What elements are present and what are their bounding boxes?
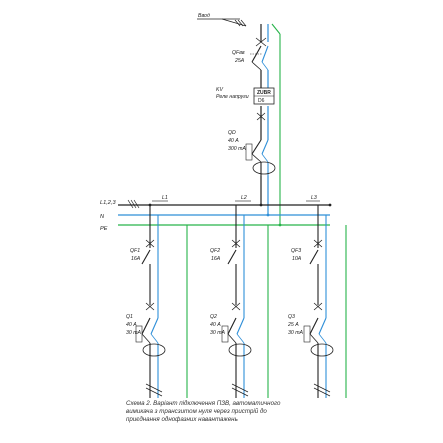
q1-leakage: 30 mA [126, 330, 142, 336]
q3-leakage: 30 mA [288, 330, 304, 336]
qd-leakage: 300 mA [228, 146, 246, 152]
cable-mark [231, 383, 249, 393]
bus-neutral-label: N [100, 214, 105, 220]
current-transformer [142, 343, 166, 357]
q2-phase-contact [227, 317, 237, 335]
bus-node [266, 213, 270, 217]
relay-brand: ZUBR [257, 90, 271, 96]
kv-description: Реле напруги [216, 94, 249, 100]
caption-line-3: приєднання однофазних навантажень [126, 416, 238, 423]
x-mark [231, 302, 241, 311]
phase-l3-label: L3 [311, 195, 317, 201]
current-transformer [310, 343, 334, 357]
branch-1: QF1 16А Q1 40 А 30 mA [126, 205, 188, 398]
x-mark [145, 239, 155, 248]
branch-2: QF2 16А Q2 40 А 30 mA [210, 205, 269, 398]
caption-line-1: Схема 2. Варіант підключення ПЗВ, автома… [126, 400, 281, 407]
current-transformer [252, 161, 276, 175]
q1-phase-contact [141, 317, 151, 335]
qd-name: QD [228, 130, 236, 136]
x-mark [231, 239, 241, 248]
test-bracket [303, 325, 311, 343]
qf1-rating: 16А [131, 256, 141, 262]
phase-l1-label: L1 [162, 195, 168, 201]
tick-mark [234, 19, 241, 27]
qd-rcd: QD 40 А 300 mA [228, 112, 276, 176]
qf-main-breaker: QFвв 25А [232, 37, 269, 71]
input-feed: Ввод [197, 13, 247, 27]
phase-return [141, 333, 151, 344]
neutral-return [261, 153, 269, 163]
q3-rating: 25 А [287, 322, 299, 328]
qf-main-rating: 25А [234, 58, 245, 64]
x-mark [256, 112, 266, 121]
phase-return [227, 333, 237, 344]
qf1-name: QF1 [130, 248, 140, 254]
phase-return [309, 333, 319, 344]
input-label: Ввод [198, 13, 210, 19]
q2-leakage: 30 mA [210, 330, 226, 336]
x-mark [313, 302, 323, 311]
qf-main-name: QFвв [232, 50, 245, 56]
phase-return [251, 153, 262, 163]
q1-neutral-contact [150, 317, 159, 335]
phase-l2-label: L2 [241, 195, 247, 201]
qf2-name: QF2 [210, 248, 220, 254]
cable-mark [313, 387, 331, 397]
q3-neutral-contact [318, 317, 327, 335]
q2-neutral-contact [236, 317, 245, 335]
q3-phase-contact [309, 317, 319, 335]
tick-mark [133, 199, 140, 209]
q2-rating: 40 А [210, 322, 221, 328]
neutral-contact [261, 139, 269, 155]
qf2-contact [227, 249, 237, 265]
bus-pe-label: PE [100, 226, 108, 232]
cable-mark [231, 387, 249, 397]
tick-mark [130, 199, 137, 209]
kv-name: KV [216, 87, 223, 93]
test-bracket [245, 143, 253, 161]
cable-mark [313, 383, 331, 393]
x-mark [255, 37, 267, 47]
neutral-contact [261, 45, 269, 63]
bus-phase-label: L1,2,3 [100, 200, 116, 206]
q2-name: Q2 [210, 314, 217, 320]
q3-name: Q3 [288, 314, 295, 320]
qf3-rating: 10А [292, 256, 302, 262]
tick-mark [237, 19, 244, 27]
bus-node [278, 223, 282, 227]
qf2-rating: 16А [211, 256, 221, 262]
qf3-name: QF3 [291, 248, 301, 254]
neutral-return [150, 333, 159, 344]
neutral-return [318, 333, 327, 344]
relay-model: D6 [258, 98, 265, 104]
x-mark [313, 239, 323, 248]
neutral-return [236, 333, 245, 344]
q1-name: Q1 [126, 314, 133, 320]
tick-mark [127, 199, 134, 209]
phase-return [251, 61, 262, 71]
kv-relay: KV Реле напруги ZUBR D6 [216, 87, 275, 105]
pe-trunk-bend [271, 23, 281, 35]
bus-node [328, 203, 332, 207]
branch-3: QF3 10А Q3 25 А 30 mA [287, 205, 347, 398]
bus-node [259, 203, 263, 207]
qd-rating: 40 А [228, 138, 239, 144]
q1-rating: 40 А [126, 322, 137, 328]
current-transformer [228, 343, 252, 357]
qf1-contact [141, 249, 151, 265]
x-mark [145, 302, 155, 311]
diagram-caption: Схема 2. Варіант підключення ПЗВ, автома… [126, 400, 426, 424]
tick-mark [240, 19, 247, 27]
phase-contact [251, 139, 262, 155]
neutral-return [261, 61, 269, 71]
caption-line-2: вимикача з трансзитом нуля через пристрі… [126, 408, 267, 415]
cable-mark [145, 383, 163, 393]
busbars: L1,2,3 N PE L1 L2 L3 [100, 195, 332, 232]
qf3-contact [309, 249, 319, 265]
cable-mark [145, 387, 163, 397]
